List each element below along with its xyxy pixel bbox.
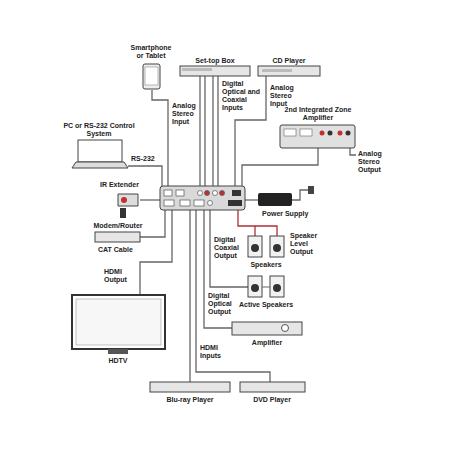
ir-extender-icon xyxy=(118,194,138,218)
device-name: IR Extender xyxy=(100,181,150,189)
amplifier-icon xyxy=(232,322,302,335)
device-name: HDTV xyxy=(98,357,138,365)
power-supply-icon xyxy=(258,186,314,206)
wire xyxy=(254,226,255,236)
device-name: PC or RS-232 Control System xyxy=(60,122,138,138)
device-name: Blu-ray Player xyxy=(155,396,225,404)
signal-label: Analog Stereo Input xyxy=(270,84,304,108)
signal-label: Speaker Level Output xyxy=(290,232,326,256)
signal-label: CAT Cable xyxy=(98,246,142,254)
device-label-box: HDTV xyxy=(98,357,138,365)
device-label-box: Smartphone or Tablet xyxy=(128,44,174,60)
set-top-box-icon xyxy=(180,66,250,76)
wire xyxy=(210,210,248,287)
wire xyxy=(350,148,356,155)
wire xyxy=(196,210,270,382)
device-name: Active Speakers xyxy=(236,301,296,309)
device-name: Smartphone or Tablet xyxy=(128,44,174,60)
wire xyxy=(140,210,172,295)
device-label-box: Active Speakers xyxy=(236,301,296,309)
signal-label: HDMI Output xyxy=(104,268,137,284)
device-label-box: Speakers xyxy=(244,261,288,269)
dvd-player-icon xyxy=(240,382,305,392)
device-label-box: Modem/Router xyxy=(90,222,146,230)
wire xyxy=(245,199,258,200)
device-label-box: Blu-ray Player xyxy=(155,396,225,404)
central-unit xyxy=(160,186,245,210)
modem-icon xyxy=(95,232,140,242)
bluray-player-icon xyxy=(150,382,230,392)
device-name: Power Supply xyxy=(262,210,312,218)
zone-amplifier-icon xyxy=(280,125,355,148)
wire xyxy=(152,90,168,186)
device-name: 2nd Integrated Zone Amplifier xyxy=(282,106,354,122)
wire xyxy=(242,148,318,186)
signal-label: HDMI Inputs xyxy=(200,344,230,360)
smartphone-icon xyxy=(143,64,160,89)
cd-player-icon xyxy=(258,66,320,76)
active-speaker-icons xyxy=(248,276,284,297)
device-label-box: Set-top Box xyxy=(185,57,245,65)
device-label-box: DVD Player xyxy=(242,396,302,404)
device-name: Modem/Router xyxy=(90,222,146,230)
device-label-box: CD Player xyxy=(259,57,319,65)
hdtv-icon xyxy=(72,295,165,354)
signal-label: Digital Optical Output xyxy=(208,292,238,316)
wire xyxy=(140,199,160,200)
device-label-box: PC or RS-232 Control System xyxy=(60,122,138,138)
wire xyxy=(189,210,190,382)
device-name: DVD Player xyxy=(242,396,302,404)
device-name: Amplifier xyxy=(242,339,292,347)
wire xyxy=(204,76,205,186)
signal-label: Analog Stereo Output xyxy=(358,150,392,174)
signal-label: Analog Stereo Input xyxy=(172,102,198,126)
wire xyxy=(217,76,218,186)
speaker-icons xyxy=(248,236,284,257)
device-name: Set-top Box xyxy=(185,57,245,65)
device-name: CD Player xyxy=(259,57,319,65)
wire xyxy=(292,190,310,200)
wire xyxy=(140,210,165,237)
laptop-icon xyxy=(72,140,128,168)
signal-label: Digital Coaxial Output xyxy=(214,236,244,260)
device-label-box: 2nd Integrated Zone Amplifier xyxy=(282,106,354,122)
device-label-box: Power Supply xyxy=(262,210,312,218)
signal-label: RS-232 xyxy=(131,155,161,163)
device-label-box: IR Extender xyxy=(100,181,150,189)
device-name: Speakers xyxy=(244,261,288,269)
signal-label: Digital Optical and Coaxial Inputs xyxy=(222,80,263,112)
device-label-box: Amplifier xyxy=(242,339,292,347)
wire xyxy=(199,76,200,186)
wire xyxy=(212,76,213,186)
